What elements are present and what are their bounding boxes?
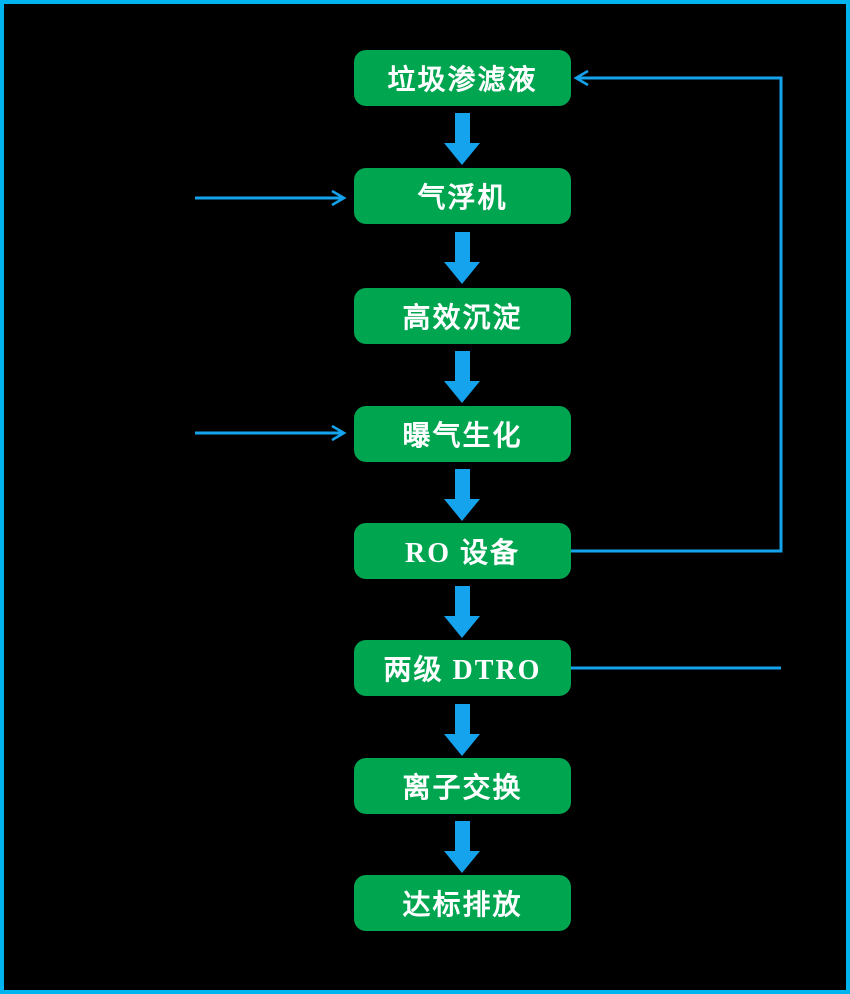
down-arrow-stem (454, 113, 470, 143)
down-arrow-stem (454, 232, 470, 262)
down-arrow-head-icon (444, 381, 480, 403)
down-arrow-2 (444, 232, 480, 284)
node-leachate: 垃圾渗滤液 (354, 50, 571, 106)
node-high-efficiency-sedimentation: 高效沉淀 (354, 288, 571, 344)
down-arrow-6 (444, 704, 480, 756)
connector-layer (195, 69, 783, 670)
node-two-stage-dtro: 两级 DTRO (354, 640, 571, 696)
down-arrow-5 (444, 586, 480, 638)
node-aeration-biochemical: 曝气生化 (354, 406, 571, 462)
down-arrow-4 (444, 469, 480, 521)
down-arrow-head-icon (444, 851, 480, 873)
node-compliant-discharge: 达标排放 (354, 875, 571, 931)
down-arrow-3 (444, 351, 480, 403)
down-arrow-stem (454, 469, 470, 499)
down-arrow-stem (454, 821, 470, 851)
down-arrow-head-icon (444, 734, 480, 756)
down-arrow-stem (454, 704, 470, 734)
down-arrow-stem (454, 351, 470, 381)
feedback-line-ro-to-leachate (567, 69, 783, 553)
down-arrow-head-icon (444, 499, 480, 521)
node-ion-exchange: 离子交换 (354, 758, 571, 814)
node-ro-equipment: RO 设备 (354, 523, 571, 579)
node-air-flotation: 气浮机 (354, 168, 571, 224)
down-arrow-1 (444, 113, 480, 165)
down-arrow-head-icon (444, 616, 480, 638)
down-arrow-7 (444, 821, 480, 873)
down-arrow-head-icon (444, 262, 480, 284)
down-arrow-stem (454, 586, 470, 616)
down-arrow-head-icon (444, 143, 480, 165)
